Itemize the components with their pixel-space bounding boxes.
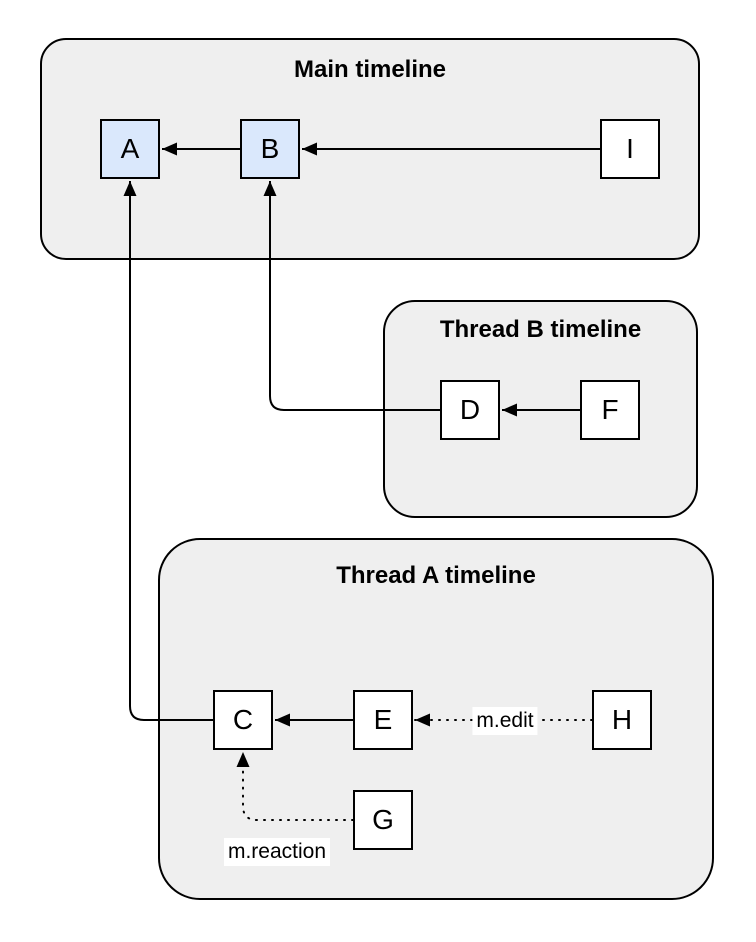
node-event-a: A	[100, 119, 160, 179]
node-event-e: E	[353, 690, 413, 750]
edge-label-m-edit: m.edit	[472, 707, 538, 735]
group-thread-b-timeline	[383, 300, 698, 518]
node-event-h: H	[592, 690, 652, 750]
node-event-i: I	[600, 119, 660, 179]
node-event-d: D	[440, 380, 500, 440]
node-event-c: C	[213, 690, 273, 750]
node-event-g: G	[353, 790, 413, 850]
node-event-f: F	[580, 380, 640, 440]
node-event-b: B	[240, 119, 300, 179]
edge-label-m-reaction: m.reaction	[223, 838, 331, 866]
